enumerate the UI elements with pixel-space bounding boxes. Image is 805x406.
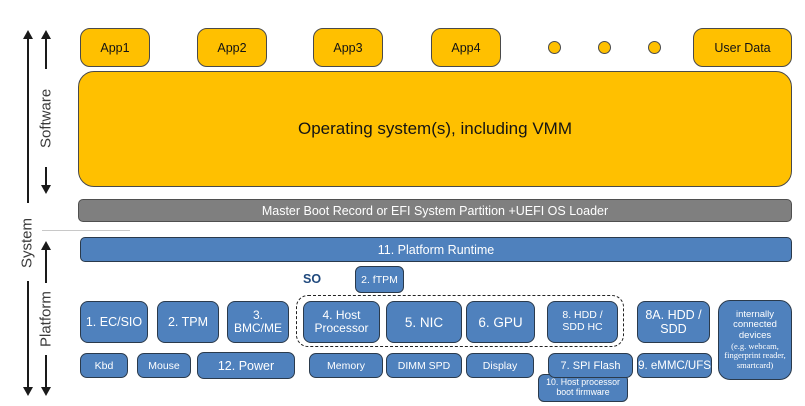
component-box-gpu: 6. GPU xyxy=(466,301,535,343)
peripheral-box-dimm-spd: DIMM SPD xyxy=(386,353,462,378)
side-label-platform: Platform xyxy=(37,291,55,347)
component-box-hdd-sdd-hc: 8. HDD / SDD HC xyxy=(547,301,618,343)
software-arrow-up-icon xyxy=(41,30,51,39)
operating-system-box: Operating system(s), including VMM xyxy=(78,71,792,187)
peripheral-box-spi-flash: 7. SPI Flash xyxy=(548,353,633,378)
ellipsis-dot-icon xyxy=(648,41,661,54)
internal-devices-subtitle: (e.g. webcam, fingerprint reader, smartc… xyxy=(724,340,786,370)
so-label: SO xyxy=(303,272,322,286)
ftpm-box: 2. fTPM xyxy=(355,266,404,293)
software-arrow-down-icon xyxy=(41,185,51,194)
platform-arrow-down-icon xyxy=(41,387,51,396)
user-data-box: User Data xyxy=(693,28,792,67)
peripheral-box-mouse: Mouse xyxy=(137,353,191,378)
peripheral-box-memory: Memory xyxy=(309,353,383,378)
software-arrow-line xyxy=(45,39,47,69)
component-box-hdd-sdd: 8A. HDD / SDD xyxy=(637,301,710,343)
so-dashed-group xyxy=(296,295,624,347)
internal-devices-box: internally connected devices (e.g. webca… xyxy=(718,300,792,380)
peripheral-box-emmc-ufs: 9. eMMC/UFS xyxy=(637,353,712,378)
app-box: App1 xyxy=(80,28,150,67)
component-box-bmc-me: 3. BMC/ME xyxy=(227,301,289,343)
software-arrow-line xyxy=(45,167,47,185)
platform-arrow-line xyxy=(45,355,47,387)
app-box: App3 xyxy=(313,28,383,67)
component-box-ec-sio: 1. EC/SIO xyxy=(80,301,148,343)
system-arrow-down-icon xyxy=(23,387,33,396)
internal-devices-title: internally connected devices xyxy=(733,308,777,342)
app-box: App2 xyxy=(197,28,267,67)
component-box-nic: 5. NIC xyxy=(386,301,462,343)
side-label-system: System xyxy=(18,218,36,269)
side-label-software: Software xyxy=(37,88,55,149)
system-arrow-up-icon xyxy=(23,30,33,39)
platform-arrow-up-icon xyxy=(41,241,51,250)
component-box-host-processor: 4. Host Processor xyxy=(303,301,380,343)
platform-arrow-line xyxy=(45,250,47,283)
boot-loader-bar: Master Boot Record or EFI System Partiti… xyxy=(78,199,792,222)
boot-firmware-box: 10. Host processor boot firmware xyxy=(538,374,628,402)
system-arrow-line xyxy=(27,281,29,387)
component-box-tpm: 2. TPM xyxy=(157,301,219,343)
ellipsis-dot-icon xyxy=(548,41,561,54)
app-box: App4 xyxy=(431,28,501,67)
peripheral-box-kbd: Kbd xyxy=(80,353,128,378)
peripheral-box-display: Display xyxy=(466,353,534,378)
ellipsis-dot-icon xyxy=(598,41,611,54)
peripheral-box-power: 12. Power xyxy=(197,352,295,379)
platform-runtime-bar: 11. Platform Runtime xyxy=(80,237,792,262)
section-separator-line xyxy=(42,230,130,231)
system-arrow-line xyxy=(27,39,29,203)
